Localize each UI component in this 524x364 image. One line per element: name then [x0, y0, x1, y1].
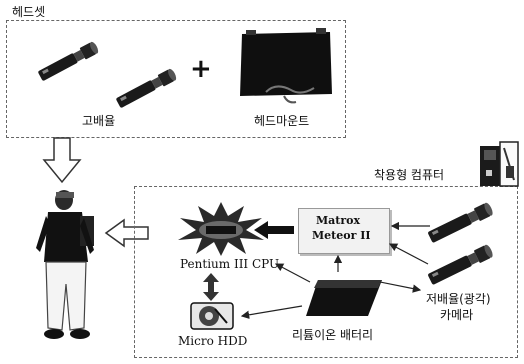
head-mount-display-icon: [240, 28, 332, 104]
camera2-to-matrox-arrow: [388, 243, 429, 265]
hdd-label: Micro HDD: [178, 334, 248, 348]
cpu-label: Pentium III CPU: [180, 257, 280, 271]
cpu-hdd-double-arrow: [203, 273, 219, 301]
high-mag-label: 고배율: [82, 114, 116, 128]
battery-to-cpu-arrow: [274, 263, 311, 283]
wearable-computer-icon: [480, 141, 519, 187]
low-mag-camera-icon-2: [428, 244, 493, 285]
matrox-label-line1: Matrox: [316, 214, 361, 227]
wearable-title: 착용형 컴퓨터: [374, 168, 445, 182]
battery-to-camera-arrow: [379, 281, 422, 293]
battery-to-hdd-arrow: [240, 305, 303, 319]
low-mag-camera-icon-1: [428, 202, 493, 243]
matrox-label-line2: Meteor II: [312, 229, 371, 242]
cpu-chip-icon: [178, 202, 264, 256]
person-figure-icon: [36, 190, 94, 339]
battery-label: 리튬이온 배터리: [292, 328, 374, 342]
head-mount-label: 헤드마운트: [254, 114, 310, 128]
matrox-card: [298, 208, 390, 254]
headset-title: 헤드셋: [12, 5, 46, 19]
high-mag-camera-icon-1: [38, 41, 99, 81]
headset-box: [6, 20, 346, 138]
low-mag-camera-label-line2: 카메라: [440, 308, 474, 322]
low-mag-camera-label-line1: 저배율(광각): [426, 292, 491, 306]
wearable-box: [134, 186, 518, 358]
micro-hdd-icon: [190, 302, 234, 330]
matrox-to-cpu-arrow: [254, 221, 294, 239]
battery-icon: [306, 280, 382, 316]
left-arrow-icon: [104, 218, 149, 248]
down-arrow-icon: [42, 137, 82, 184]
plus-sign: +: [190, 54, 212, 84]
high-mag-camera-icon-2: [116, 68, 177, 108]
